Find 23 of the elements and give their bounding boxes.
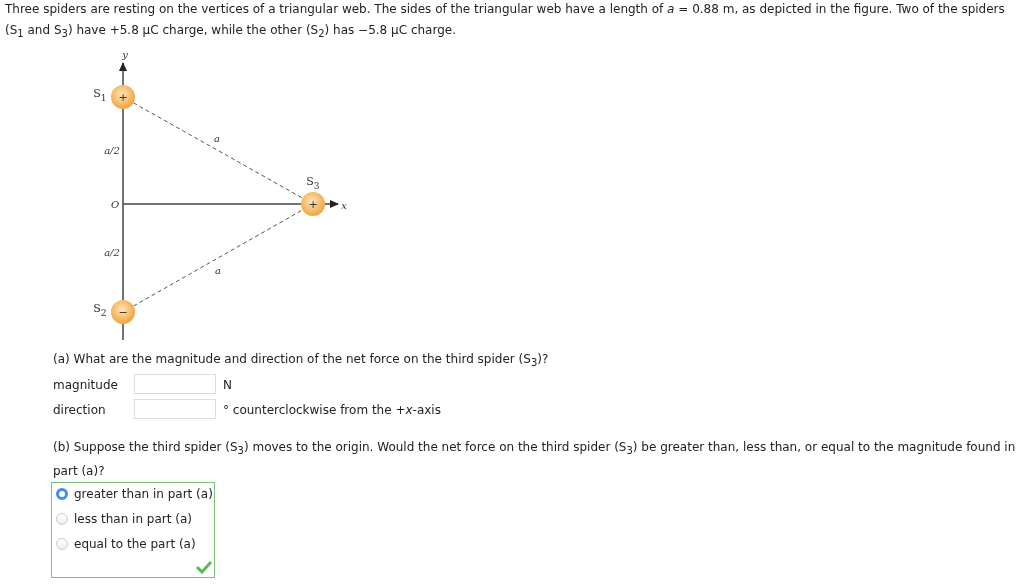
spider-label: S$_{3}$ — [306, 175, 320, 191]
question-text: (a) What are the magnitude and direction of the net force on the third spider (S$_{3}$)? — [53, 351, 549, 371]
unit-label: ° counterclockwise from the +x-axis — [223, 402, 441, 418]
axis-label: x — [341, 199, 347, 211]
unit-label: N — [223, 377, 232, 393]
charged-spider: + — [111, 85, 135, 109]
axis-label: y — [122, 48, 128, 60]
axis-label: O — [110, 198, 120, 210]
field-label: magnitude — [53, 377, 118, 393]
option-label: less than in part (a) — [74, 511, 192, 527]
spider-label: S$_{1}$ — [93, 87, 107, 103]
dashed-line — [132, 102, 304, 199]
axis-label: a/2 — [104, 246, 120, 258]
dashed-line — [132, 209, 304, 307]
axis-label: a/2 — [104, 144, 120, 156]
charged-spider: − — [111, 300, 135, 324]
field-label: direction — [53, 402, 106, 418]
option-label: equal to the part (a) — [74, 536, 196, 552]
option-label: greater than in part (a) — [74, 486, 213, 502]
question-text: (b) Suppose the third spider (S$_{3}$) moves to the origin. Would the net force on the third spider (S$_{3}$) be greater than, less than, or equal to the magnitude found in part (a)? — [53, 439, 1017, 481]
problem-statement: Three spiders are resting on the vertices of a triangular web. The sides of the triangular web have a length of a = 0.88 m, as depicted in the figure. Two of the spiders (S$_{1}$ and S$_{3}$) have +5.8 μC charge, while the other (S$_{2}$) has −5.8 μC charge. — [5, 1, 1006, 42]
charged-spider: + — [301, 192, 325, 216]
spider-label: S$_{2}$ — [93, 302, 107, 318]
